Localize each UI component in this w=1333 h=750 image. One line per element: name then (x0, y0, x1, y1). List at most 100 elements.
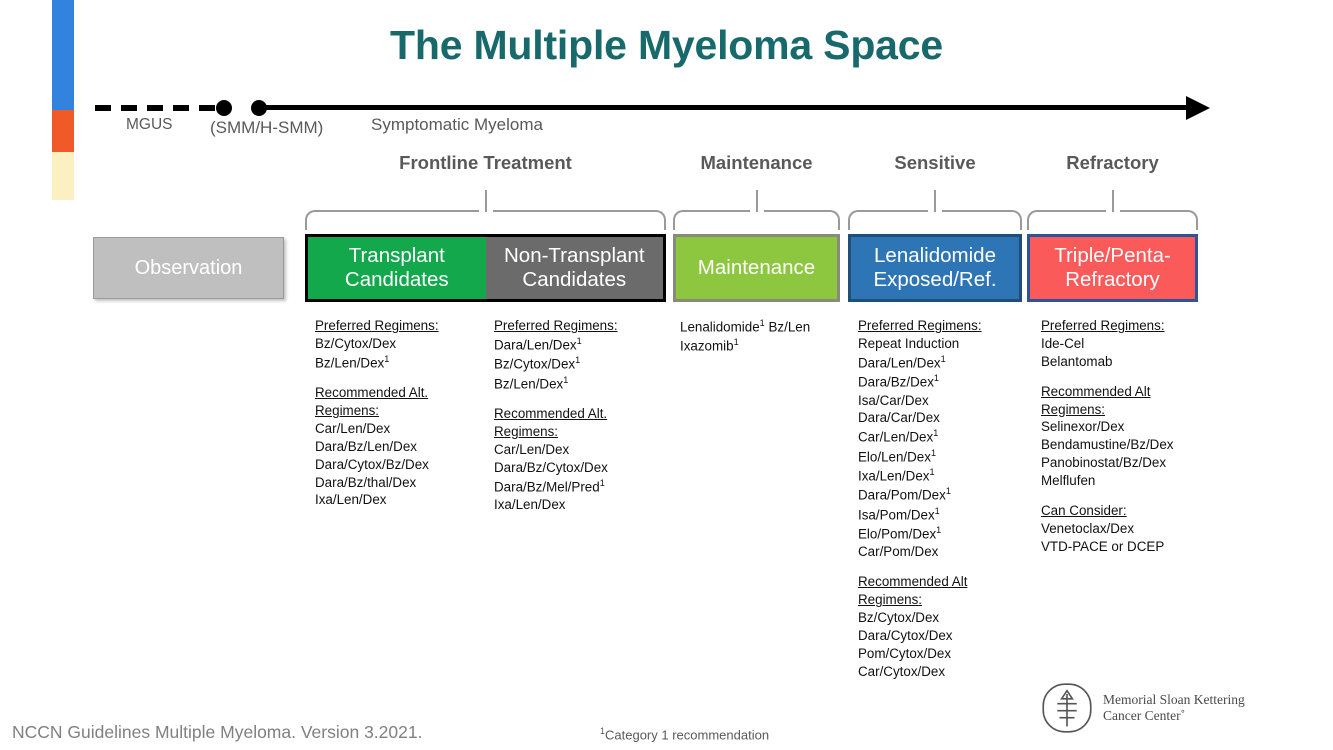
non-transplant-preferred-item-2: Bz/Len/Dex1 (494, 374, 569, 392)
footnote-source: NCCN Guidelines Multiple Myeloma. Versio… (12, 722, 423, 742)
spacer (494, 393, 669, 405)
box-triple-penta-refractory[interactable]: Triple/Penta- Refractory (1027, 234, 1198, 302)
transplant-alt-item-3: Dara/Bz/thal/Dex (315, 474, 417, 490)
timeline-label-mgus: MGUS (126, 116, 173, 133)
phase-label-refractory: Refractory (1066, 152, 1159, 173)
transplant-alt-item-2: Dara/Cytox/Bz/Dex (315, 456, 429, 472)
timeline-arrow-icon (1186, 96, 1210, 120)
sensitive-preferred-item-3: Isa/Car/Dex (858, 392, 929, 408)
bracket-sensitive (848, 190, 1022, 230)
accent-bar-segment-orange (52, 110, 74, 152)
refractory-alt-heading-1: Recommended Alt (1041, 383, 1151, 399)
sensitive-preferred-item-1: Dara/Len/Dex1 (858, 353, 946, 371)
box-observation[interactable]: Observation (93, 237, 284, 299)
non-transplant-alt-item-3: Ixa/Len/Dex (494, 496, 566, 512)
footnote-marker: 1 (600, 726, 606, 736)
spacer (858, 561, 1028, 573)
sensitive-alt-heading-2: Regimens: (858, 592, 923, 608)
sensitive-alt-item-3: Car/Cytox/Dex (858, 663, 946, 679)
box-frontline-group: Transplant Candidates Non-Transplant Can… (305, 234, 666, 302)
msk-wordmark-line1: Memorial Sloan Kettering (1103, 692, 1245, 708)
phase-label-frontline: Frontline Treatment (399, 152, 572, 173)
non-transplant-alt-heading-2: Regimens: (494, 423, 559, 439)
box-transplant-candidates[interactable]: Transplant Candidates (308, 237, 486, 299)
maintenance-line-1: Ixazomib1 (680, 337, 739, 354)
refractory-alt-item-0: Selinexor/Dex (1041, 419, 1125, 435)
maintenance-line-0: Lenalidomide1 Bz/Len (680, 318, 811, 335)
refractory-alt-item-2: Panobinostat/Bz/Dex (1041, 455, 1167, 471)
non-transplant-alt-heading-1: Recommended Alt. (494, 405, 608, 421)
refractory-preferred-item-0: Ide-Cel (1041, 335, 1085, 351)
non-transplant-preferred-heading: Preferred Regimens: (494, 318, 618, 333)
msk-wordmark-line2: Cancer Center˚ (1103, 708, 1186, 723)
sensitive-alt-heading-1: Recommended Alt (858, 574, 968, 590)
box-non-transplant-candidates[interactable]: Non-Transplant Candidates (485, 237, 663, 299)
accent-bar-segment-blue (52, 0, 74, 110)
bracket-frontline (305, 190, 666, 230)
sensitive-preferred-item-11: Car/Pom/Dex (858, 544, 939, 560)
box-transplant-line2: Candidates (344, 268, 449, 291)
accent-bar (52, 0, 74, 200)
page-title: The Multiple Myeloma Space (390, 22, 943, 68)
refractory-consider-item-1: VTD-PACE or DCEP (1041, 538, 1165, 554)
footnote-category-text: Category 1 recommendation (605, 727, 770, 743)
spacer (1041, 371, 1226, 383)
phase-label-maintenance: Maintenance (700, 152, 813, 173)
refractory-consider-item-0: Venetoclax/Dex (1041, 520, 1135, 536)
spacer (1041, 490, 1226, 502)
refractory-preferred-heading: Preferred Regimens: (1041, 318, 1165, 333)
sensitive-preferred-item-10: Elo/Pom/Dex1 (858, 525, 942, 542)
box-observation-label: Observation (134, 256, 243, 279)
bracket-refractory (1027, 190, 1198, 230)
non-transplant-preferred-item-1: Bz/Cytox/Dex1 (494, 355, 581, 372)
sensitive-preferred-item-7: Ixa/Len/Dex1 (858, 467, 935, 484)
non-transplant-alt-item-0: Car/Len/Dex (494, 441, 570, 457)
transplant-alt-heading-2: Regimens: (315, 403, 380, 419)
phase-label-sensitive: Sensitive (894, 152, 976, 173)
refractory-preferred-item-1: Belantomab (1041, 353, 1113, 369)
sensitive-preferred-item-2: Dara/Bz/Dex1 (858, 373, 939, 390)
box-transplant-line1: Transplant (348, 244, 445, 268)
transplant-preferred-item-0: Bz/Cytox/Dex (315, 335, 397, 351)
sensitive-preferred-item-9: Isa/Pom/Dex1 (858, 505, 940, 523)
timeline-dashed-segment (95, 105, 223, 111)
non-transplant-preferred-item-0: Dara/Len/Dex1 (494, 335, 582, 353)
msk-logo: Memorial Sloan Kettering Cancer Center˚ (1040, 681, 1245, 735)
sensitive-preferred-heading: Preferred Regimens: (858, 318, 982, 333)
msk-wordmark: Memorial Sloan Kettering Cancer Center˚ (1103, 692, 1245, 724)
box-refractory-line1: Triple/Penta- (1054, 244, 1171, 268)
transplant-alt-item-4: Ixa/Len/Dex (315, 492, 387, 508)
box-non-transplant-line1: Non-Transplant (503, 244, 645, 268)
timeline-solid-segment (258, 105, 1198, 110)
refractory-consider-heading: Can Consider: (1041, 503, 1127, 519)
footnote-category: 1Category 1 recommendation (600, 726, 769, 742)
transplant-alt-item-0: Car/Len/Dex (315, 420, 391, 436)
sensitive-preferred-item-5: Car/Len/Dex1 (858, 428, 939, 445)
transplant-alt-item-1: Dara/Bz/Len/Dex (315, 438, 417, 454)
box-refractory-line2: Refractory (1065, 268, 1160, 291)
spacer (315, 372, 485, 384)
box-sensitive-line1: Lenalidomide (874, 244, 996, 268)
sensitive-alt-item-2: Pom/Cytox/Dex (858, 645, 952, 661)
refractory-alt-item-3: Melflufen (1041, 473, 1096, 489)
sensitive-alt-item-1: Dara/Cytox/Dex (858, 628, 953, 643)
transplant-alt-heading-1: Recommended Alt. (315, 385, 429, 401)
box-lenalidomide-exposed[interactable]: Lenalidomide Exposed/Ref. (848, 234, 1022, 302)
transplant-preferred-heading: Preferred Regimens: (315, 318, 439, 333)
non-transplant-alt-item-1: Dara/Bz/Cytox/Dex (494, 459, 608, 475)
box-maintenance-label: Maintenance (697, 256, 816, 280)
box-sensitive-line2: Exposed/Ref. (873, 268, 997, 291)
box-maintenance[interactable]: Maintenance (673, 234, 840, 302)
box-non-transplant-line2: Candidates (522, 268, 627, 291)
accent-bar-segment-cream (52, 152, 74, 200)
timeline-label-smm: (SMM/H-SMM) (210, 118, 324, 137)
sensitive-preferred-item-6: Elo/Len/Dex1 (858, 447, 937, 465)
transplant-preferred-item-1: Bz/Len/Dex1 (315, 353, 390, 371)
refractory-alt-item-1: Bendamustine/Bz/Dex (1041, 437, 1174, 453)
